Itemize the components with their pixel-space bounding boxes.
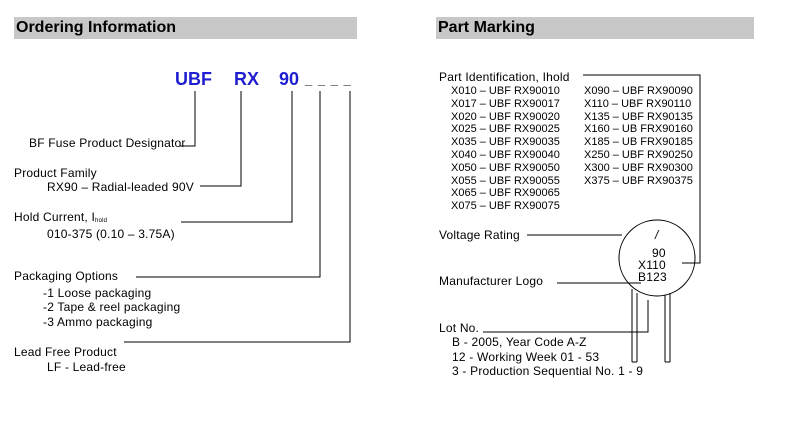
part-id-label: Part Identification, Ihold [439, 70, 570, 84]
part-id-item: X040 – UBF RX90040 [451, 148, 560, 161]
lead-free-label: Lead Free Product [14, 345, 117, 359]
code-blanks: _ _ _ _ [305, 72, 352, 87]
lot-number-label: Lot No. [439, 321, 480, 335]
lot-working-week: 12 - Working Week 01 - 53 [452, 350, 600, 364]
device-lot-mark: B123 [638, 270, 667, 284]
ordering-info-header: Ordering Information [14, 17, 357, 39]
part-id-item: X020 – UBF RX90020 [451, 110, 560, 123]
part-id-left-column: X010 – UBF RX90010 X017 – UBF RX90017 X0… [451, 85, 560, 213]
part-id-item: X300 – UBF RX90300 [584, 161, 693, 174]
device-voltage-mark: 90 [652, 246, 666, 260]
part-id-item: X050 – UBF RX90050 [451, 161, 560, 174]
designator-label: BF Fuse Product Designator [29, 136, 186, 150]
hold-current-value: 010-375 (0.10 – 3.75A) [47, 227, 175, 241]
packaging-label: Packaging Options [14, 269, 119, 283]
leader-line-packaging [136, 91, 321, 278]
leader-line-part-id [583, 74, 701, 264]
part-id-item: X035 – UBF RX90035 [451, 136, 560, 149]
part-id-item: X185 – UB FRX90185 [584, 136, 693, 149]
device-logo-mark: / [655, 228, 659, 242]
code-rx: RX [234, 69, 260, 89]
part-id-item: X375 – UBF RX90375 [584, 174, 693, 187]
part-id-item: X110 – UBF RX90110 [584, 97, 692, 110]
device-body [618, 219, 696, 297]
part-id-item: X025 – UBF RX90025 [451, 123, 560, 136]
manufacturer-logo-label: Manufacturer Logo [439, 274, 544, 288]
part-id-item: X250 – UBF RX90250 [584, 148, 693, 161]
code-90: 90 [279, 69, 300, 89]
packaging-option-3: -3 Ammo packaging [43, 315, 153, 329]
family-label: Product Family [14, 166, 97, 180]
part-id-item: X075 – UBF RX90075 [451, 200, 560, 213]
leader-line-family [200, 91, 242, 187]
lot-sequential-no: 3 - Production Sequential No. 1 - 9 [452, 364, 644, 378]
part-id-item: X090 – UBF RX90090 [584, 85, 693, 97]
part-id-item: X135 – UBF RX90135 [584, 110, 693, 123]
part-id-item: X055 – UBF RX90055 [451, 174, 560, 187]
part-id-item: X160 – UB FRX90160 [584, 123, 693, 136]
voltage-rating-label: Voltage Rating [439, 228, 520, 242]
lot-year-code: B - 2005, Year Code A-Z [452, 335, 587, 349]
lead-free-value: LF - Lead-free [47, 360, 126, 374]
part-id-right-column: X090 – UBF RX90090 X110 – UBF RX90110 X1… [584, 85, 693, 187]
part-id-item: X065 – UBF RX90065 [451, 187, 560, 200]
leader-line-designator [180, 91, 196, 147]
family-value: RX90 – Radial-leaded 90V [47, 180, 194, 194]
part-marking-header: Part Marking [436, 17, 754, 39]
leader-line-lot [483, 300, 649, 333]
code-ubf: UBF [175, 69, 212, 89]
leader-line-hold [181, 91, 293, 223]
device-part-mark: X110 [638, 258, 666, 272]
packaging-option-1: -1 Loose packaging [43, 286, 152, 300]
hold-current-label: Hold Current, Ihold [14, 210, 108, 225]
leader-line-lead-free [124, 91, 351, 343]
packaging-option-2: -2 Tape & reel packaging [43, 300, 181, 314]
part-id-item: X017 – UBF RX90017 [451, 97, 560, 110]
part-id-item: X010 – UBF RX90010 [451, 85, 560, 97]
